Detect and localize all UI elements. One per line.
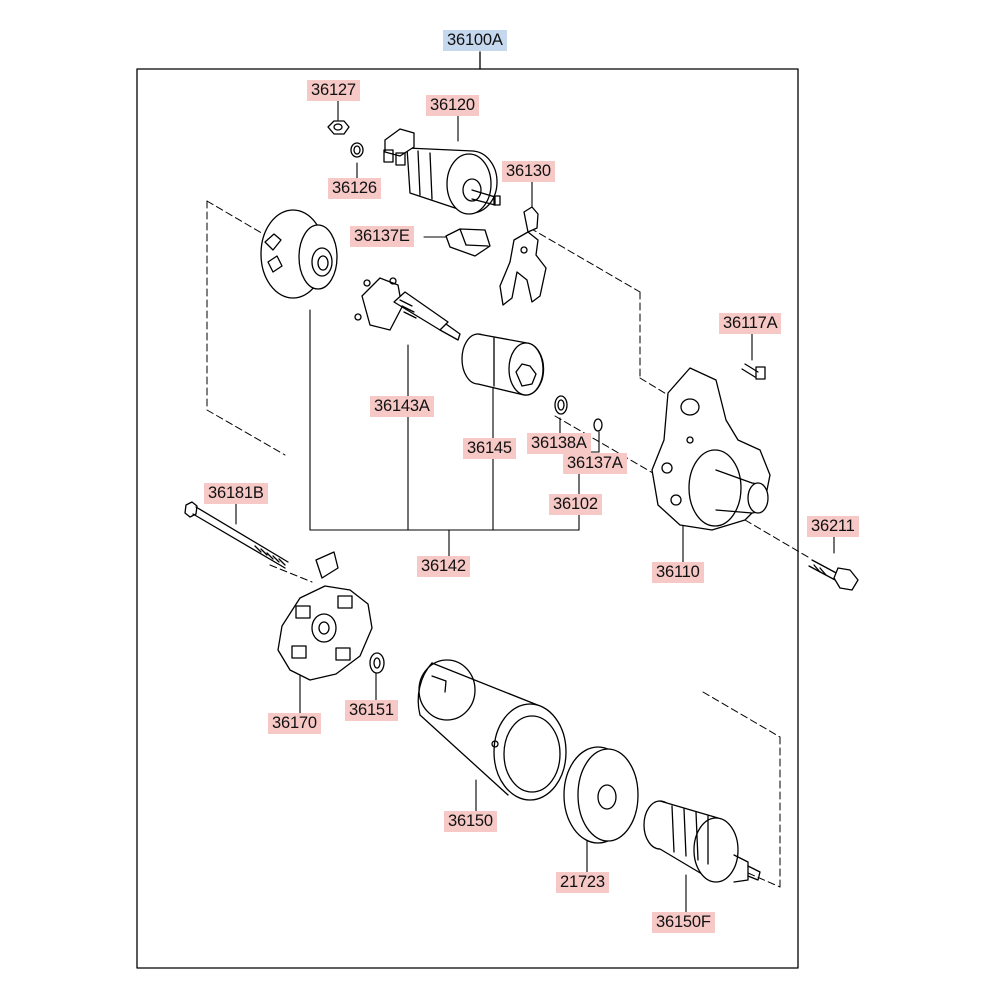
shaft-36143A bbox=[354, 277, 461, 341]
assembly-axis-lines bbox=[206, 200, 809, 888]
assembly-label: 36100A bbox=[443, 30, 507, 51]
part-label-36170[interactable]: 36170 bbox=[268, 713, 321, 734]
part-label-36126[interactable]: 36126 bbox=[328, 178, 381, 199]
part-label-36150[interactable]: 36150 bbox=[444, 811, 497, 832]
part-label-36117A[interactable]: 36117A bbox=[719, 313, 782, 334]
part-label-36151[interactable]: 36151 bbox=[345, 700, 398, 721]
assembly-frame bbox=[136, 68, 799, 969]
brush-holder-36170 bbox=[277, 551, 373, 681]
part-label-36120[interactable]: 36120 bbox=[426, 95, 479, 116]
housing-36110 bbox=[651, 367, 771, 531]
through-bolt-36181B bbox=[184, 501, 289, 569]
part-label-36110[interactable]: 36110 bbox=[652, 562, 704, 583]
bolt-36117A bbox=[741, 363, 766, 380]
washer-36126 bbox=[350, 142, 364, 158]
snap-ring-36137A bbox=[593, 418, 603, 432]
bolt-36211 bbox=[808, 559, 859, 591]
nut-36127 bbox=[327, 120, 350, 135]
part-label-36137E[interactable]: 36137E bbox=[350, 226, 414, 247]
washer-36151 bbox=[369, 652, 385, 674]
part-label-36102[interactable]: 36102 bbox=[549, 494, 602, 515]
part-label-36181B[interactable]: 36181B bbox=[204, 483, 268, 504]
part-label-21723[interactable]: 21723 bbox=[556, 872, 609, 893]
part-label-36143A[interactable]: 36143A bbox=[370, 396, 434, 417]
part-label-36142[interactable]: 36142 bbox=[417, 556, 470, 577]
part-label-36150F[interactable]: 36150F bbox=[652, 912, 715, 933]
plate-21723 bbox=[563, 746, 639, 844]
yoke-36150 bbox=[417, 659, 567, 801]
cover-bearing bbox=[260, 209, 338, 299]
part-label-36127[interactable]: 36127 bbox=[307, 80, 360, 101]
lever-36130 bbox=[499, 206, 547, 306]
armature-36150F bbox=[643, 800, 761, 883]
part-label-36130[interactable]: 36130 bbox=[502, 161, 555, 182]
solenoid-36120 bbox=[383, 128, 501, 215]
part-label-36138A[interactable]: 36138A bbox=[527, 433, 591, 454]
part-label-36211[interactable]: 36211 bbox=[807, 516, 859, 537]
drive-36145 bbox=[461, 333, 545, 396]
holder-36137E bbox=[445, 228, 491, 257]
part-label-36145[interactable]: 36145 bbox=[463, 438, 516, 459]
stop-ring-36138A bbox=[554, 395, 568, 415]
part-label-36137A[interactable]: 36137A bbox=[563, 453, 627, 474]
